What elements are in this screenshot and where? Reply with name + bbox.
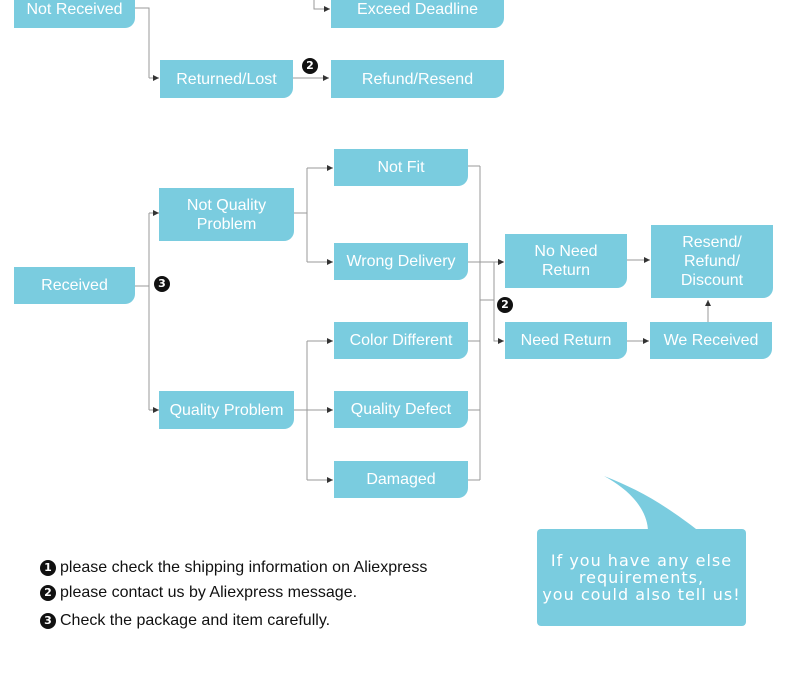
box-exceed-deadline: Exceed Deadline	[331, 0, 504, 28]
box-need-return: Need Return	[505, 322, 627, 359]
note-1: 1 please check the shipping information …	[40, 559, 427, 577]
note-3: 3 Check the package and item carefully.	[40, 612, 330, 630]
box-not-received: Not Received	[14, 0, 135, 28]
box-quality-problem: Quality Problem	[159, 391, 294, 429]
speech-bubble: If you have any else requirements, you c…	[537, 529, 746, 626]
note-text-2: please contact us by Aliexpress message.	[60, 584, 358, 601]
box-no-need-return: No Need Return	[505, 234, 627, 288]
box-we-received: We Received	[650, 322, 772, 359]
box-not-fit: Not Fit	[334, 149, 468, 186]
box-damaged: Damaged	[334, 461, 468, 498]
speech-bubble-tail	[604, 476, 700, 532]
badge-2-top: 2	[302, 58, 318, 74]
box-quality-defect: Quality Defect	[334, 391, 468, 428]
box-refund-resend-top: Refund/Resend	[331, 60, 504, 98]
arrow-to-noneed	[480, 259, 504, 301]
note-badge-2: 2	[40, 585, 56, 601]
box-color-different: Color Different	[334, 322, 468, 359]
note-text-3: Check the package and item carefully.	[60, 612, 331, 629]
box-returned-lost: Returned/Lost	[160, 60, 293, 98]
connector-notreceived	[135, 7, 150, 78]
box-wrong-delivery: Wrong Delivery	[334, 243, 468, 280]
note-text-1: please check the shipping information on…	[60, 559, 428, 576]
box-not-quality-problem: Not Quality Problem	[159, 188, 294, 241]
note-badge-1: 1	[40, 560, 56, 576]
note-badge-3: 3	[40, 613, 56, 629]
box-received: Received	[14, 267, 135, 304]
arrow-to-exceed	[313, 0, 330, 12]
badge-2-middle: 2	[497, 297, 513, 313]
note-2: 2 please contact us by Aliexpress messag…	[40, 584, 357, 602]
badge-3-received: 3	[154, 276, 170, 292]
box-resend-refund-discount: Resend/ Refund/ Discount	[651, 225, 773, 298]
arrow-to-needreturn	[493, 300, 504, 344]
